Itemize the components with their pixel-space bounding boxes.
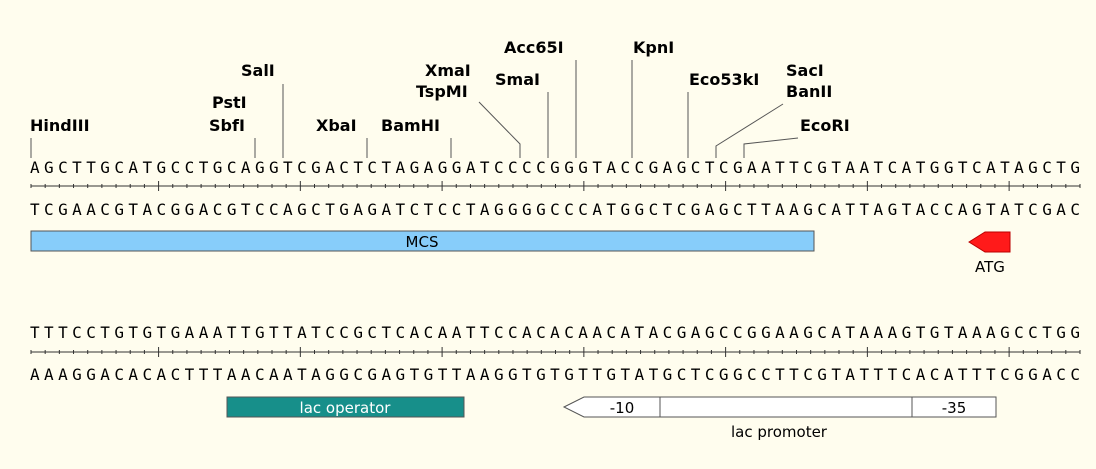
row1-top-strand: AGCTTGCATGCCTGCAGGTCGACTCTAGAGGATCCCCGGG…: [30, 158, 1080, 177]
enzyme-ecori[interactable]: EcoRI: [800, 116, 850, 135]
feature-atg-arrow[interactable]: [968, 231, 1011, 253]
feature-atg-label: ATG: [975, 258, 1005, 276]
feature-lac-promoter-label: lac promoter: [731, 423, 828, 441]
enzyme-kpni[interactable]: KpnI: [633, 38, 674, 57]
enzyme-sbfi[interactable]: SbfI: [209, 116, 245, 135]
row2-ruler: [30, 347, 1081, 357]
enzyme-hindiii[interactable]: HindIII: [30, 116, 90, 135]
feature-mcs-label: MCS: [406, 233, 439, 251]
enzyme-tspmi[interactable]: TspMI: [416, 82, 468, 101]
enzyme-eco53ki[interactable]: Eco53kI: [689, 70, 759, 89]
enzyme-psti[interactable]: PstI: [212, 93, 247, 112]
row1-ruler: [30, 181, 1081, 191]
enzyme-saci[interactable]: SacI: [786, 61, 824, 80]
leader-xmai: [478, 101, 521, 158]
enzyme-leader-lines: [30, 60, 799, 158]
row1-bottom-strand: TCGAACGTACGGACGTCCAGCTGAGATCTCCTAGGGGCCC…: [30, 200, 1080, 219]
row2-bottom-strand: AAAGGACACACTTTAACAATAGGCGAGTGTTAAGGTGTGT…: [30, 365, 1080, 384]
feature-lac-promoter-arrow[interactable]: [562, 396, 997, 418]
enzyme-bamhi[interactable]: BamHI: [381, 116, 440, 135]
lac-promoter-minus35-label: -35: [942, 399, 967, 417]
feature-lac-operator[interactable]: [226, 396, 465, 418]
leader-ecori: [743, 137, 799, 158]
row2-top-strand: TTTCCTGTGTGAAATTGTTATCCGCTCACAATTCCACACA…: [30, 323, 1080, 342]
enzyme-xbai[interactable]: XbaI: [316, 116, 357, 135]
enzyme-acc65i[interactable]: Acc65I: [504, 38, 564, 57]
feature-lac-operator-label: lac operator: [300, 399, 392, 417]
feature-mcs[interactable]: [30, 230, 815, 252]
enzyme-smai[interactable]: SmaI: [495, 70, 540, 89]
enzyme-xmai[interactable]: XmaI: [425, 61, 471, 80]
enzyme-banii[interactable]: BanII: [786, 82, 832, 101]
lac-promoter-minus10-label: -10: [610, 399, 635, 417]
enzyme-sali[interactable]: SalI: [241, 61, 275, 80]
leader-saci: [715, 103, 784, 158]
